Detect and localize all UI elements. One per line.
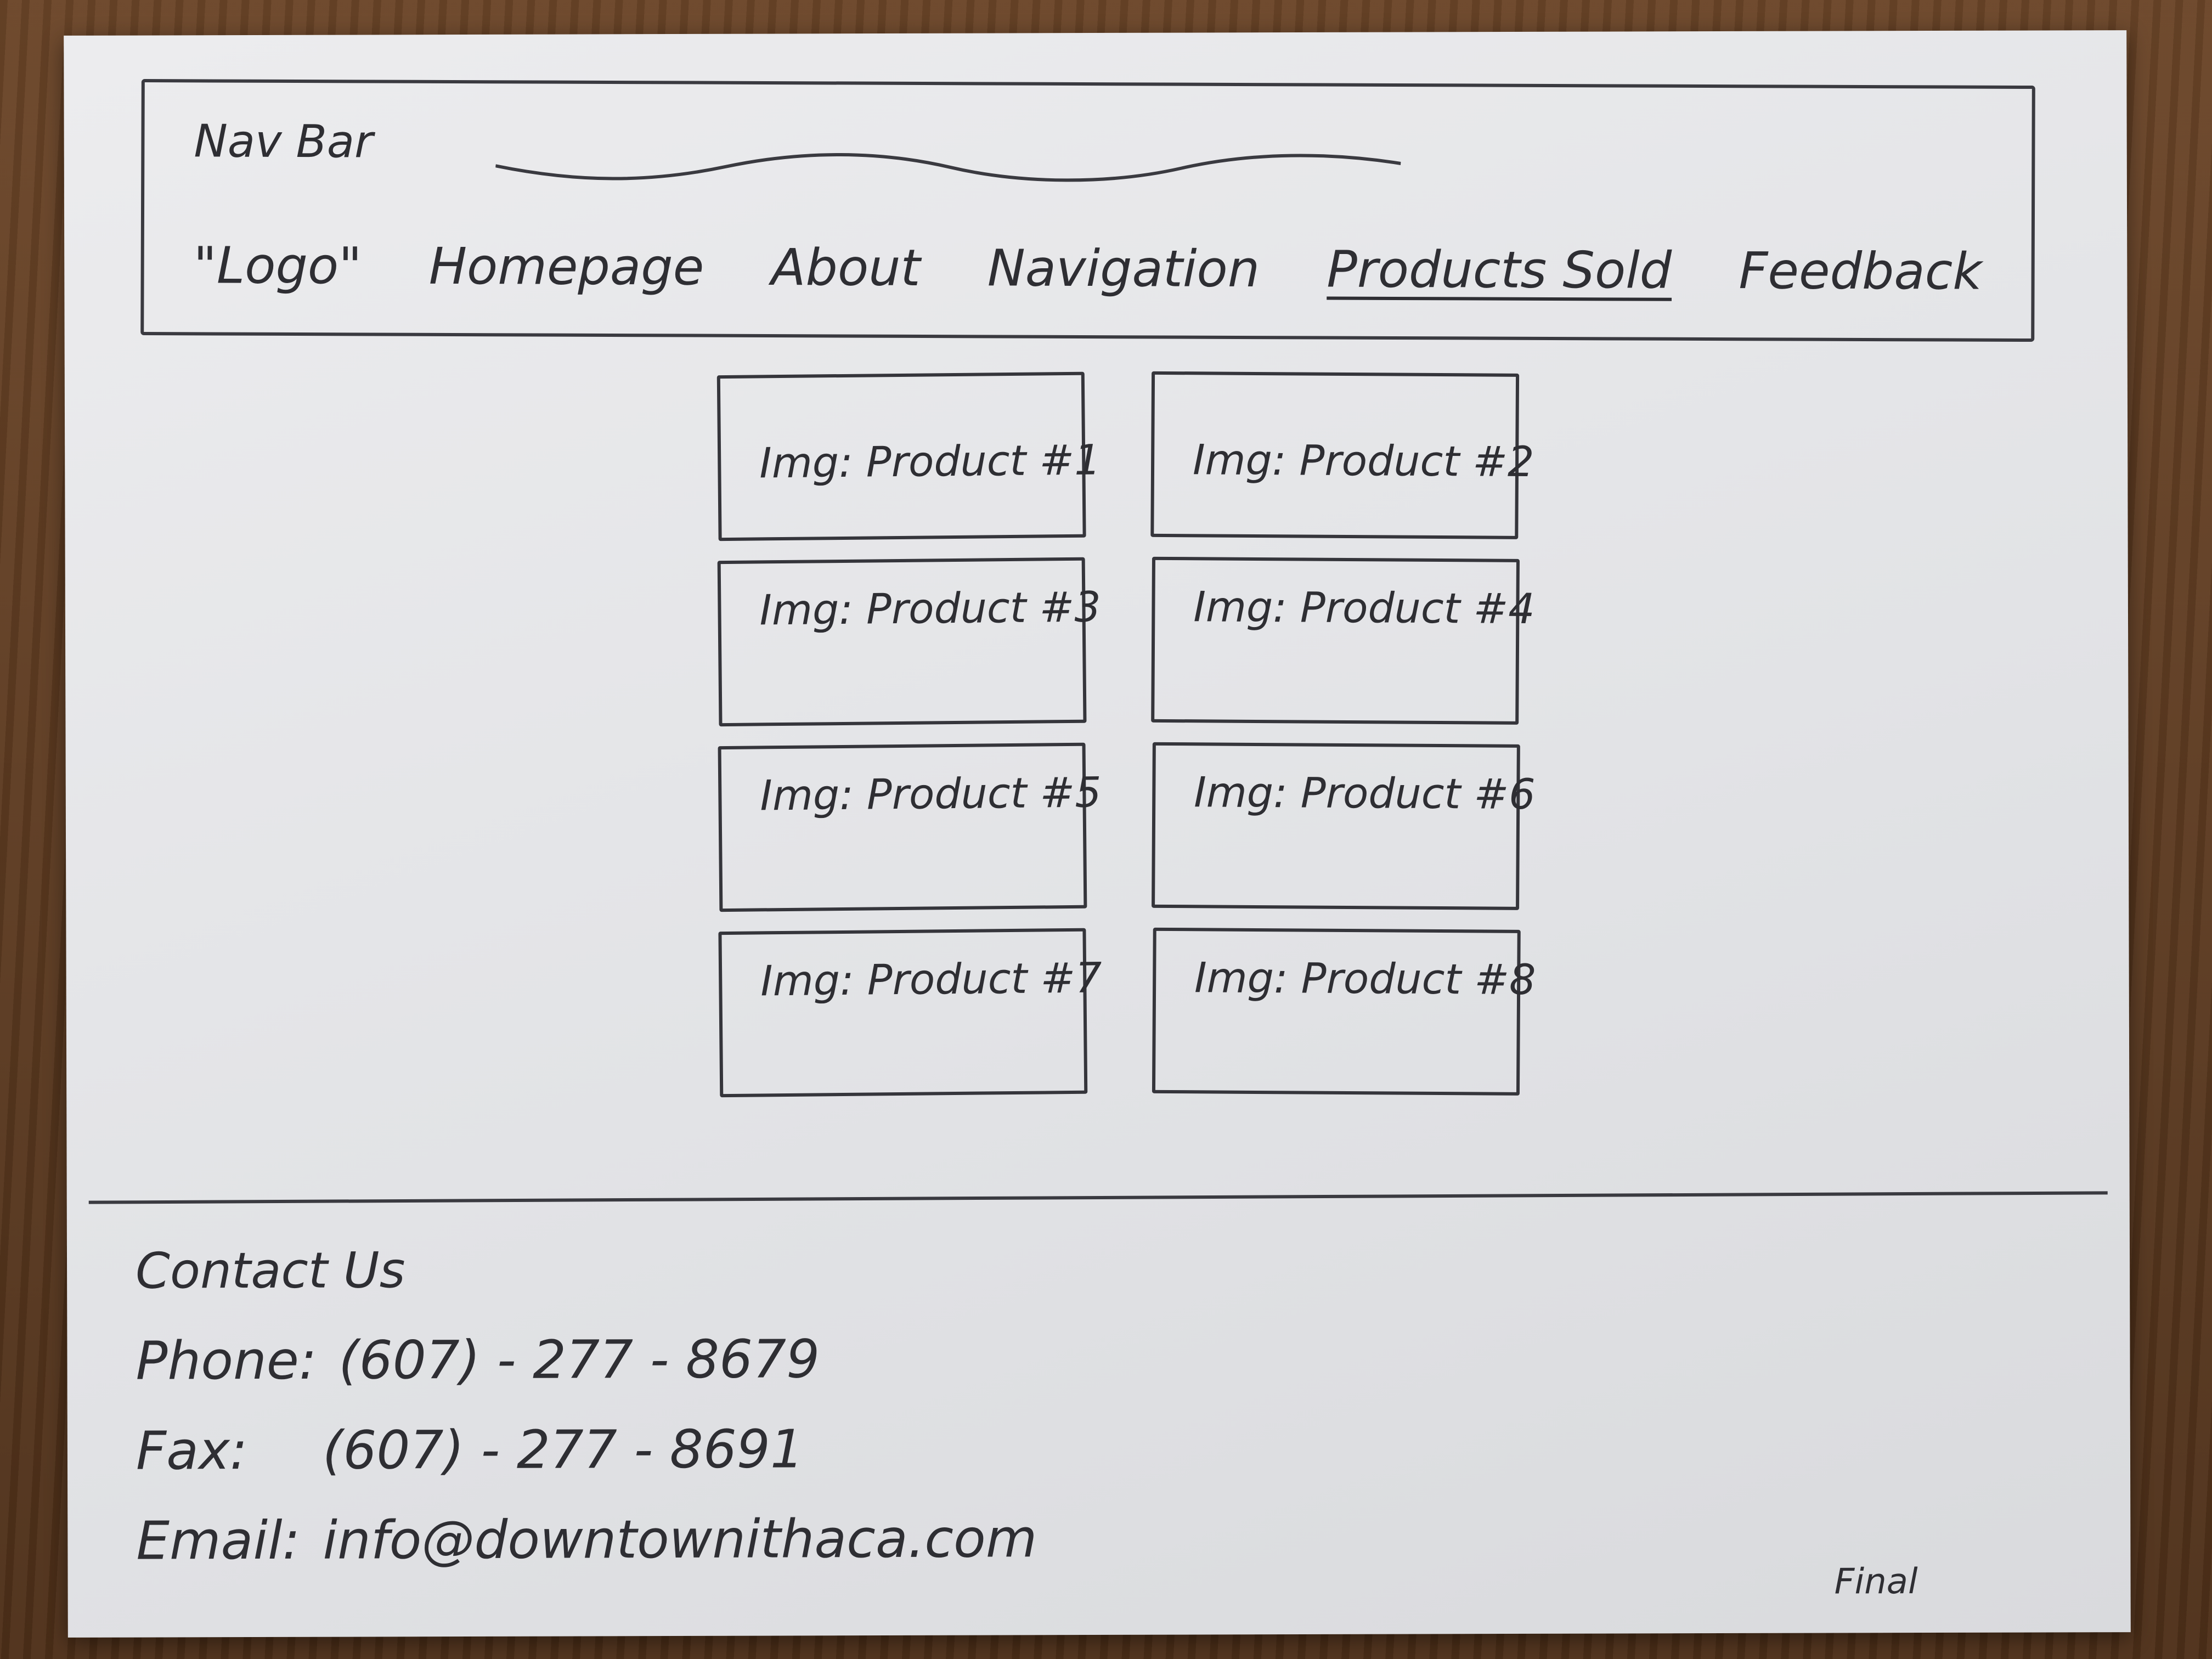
product-label: Img: Product #8 xyxy=(1194,953,1536,1005)
fax-row: Fax: (607) - 277 - 8691 xyxy=(136,1418,1037,1481)
footer-contact: Contact Us Phone: (607) - 277 - 8679 Fax… xyxy=(136,1240,1037,1600)
nav-item-feedback[interactable]: Feedback xyxy=(1739,241,1982,301)
contact-title: Contact Us xyxy=(135,1242,405,1300)
nav-menu: "Logo" Homepage About Navigation Product… xyxy=(193,236,1982,301)
nav-item-about[interactable]: About xyxy=(771,238,921,297)
product-card-4[interactable]: Img: Product #4 xyxy=(1151,556,1535,725)
nav-item-homepage[interactable]: Homepage xyxy=(428,236,704,297)
product-label: Img: Product #1 xyxy=(759,435,1101,488)
sketch-paper: Nav Bar "Logo" Homepage About Navigation… xyxy=(64,30,2131,1638)
final-note: Final xyxy=(1834,1561,1918,1602)
product-label: Img: Product #3 xyxy=(759,582,1102,635)
product-label: Img: Product #2 xyxy=(1192,435,1534,487)
product-card-2[interactable]: Img: Product #2 xyxy=(1150,371,1534,539)
email-row: Email: info@downtownithaca.com xyxy=(136,1508,1037,1571)
product-label: Img: Product #4 xyxy=(1193,582,1535,634)
nav-item-navigation[interactable]: Navigation xyxy=(987,239,1260,299)
product-label: Img: Product #5 xyxy=(759,768,1102,820)
nav-bar: Nav Bar "Logo" Homepage About Navigation… xyxy=(140,79,2035,342)
nav-logo[interactable]: "Logo" xyxy=(193,236,362,296)
product-label: Img: Product #7 xyxy=(760,953,1102,1006)
email-link[interactable]: info@downtownithaca.com xyxy=(323,1508,1037,1571)
placeholder-squiggle xyxy=(495,153,1401,182)
footer-divider xyxy=(88,1191,2108,1204)
product-card-7[interactable]: Img: Product #7 xyxy=(718,928,1102,1098)
product-label: Img: Product #6 xyxy=(1194,768,1536,819)
email-label: Email: xyxy=(136,1509,301,1572)
phone-label: Phone: xyxy=(136,1329,317,1392)
nav-item-products-sold[interactable]: Products Sold xyxy=(1327,240,1672,300)
phone-value[interactable]: (607) - 277 - 8679 xyxy=(338,1328,820,1391)
product-grid: Img: Product #1 Img: Product #2 Img: Pro… xyxy=(716,371,1630,1098)
phone-row: Phone: (607) - 277 - 8679 xyxy=(136,1328,1036,1391)
product-card-5[interactable]: Img: Product #5 xyxy=(718,742,1102,912)
product-card-8[interactable]: Img: Product #8 xyxy=(1152,927,1536,1096)
nav-bar-title: Nav Bar xyxy=(194,115,374,168)
product-card-6[interactable]: Img: Product #6 xyxy=(1152,742,1536,910)
fax-value: (607) - 277 - 8691 xyxy=(322,1418,804,1481)
fax-label: Fax: xyxy=(136,1420,248,1482)
product-card-1[interactable]: Img: Product #1 xyxy=(716,371,1101,541)
product-card-3[interactable]: Img: Product #3 xyxy=(717,557,1101,727)
